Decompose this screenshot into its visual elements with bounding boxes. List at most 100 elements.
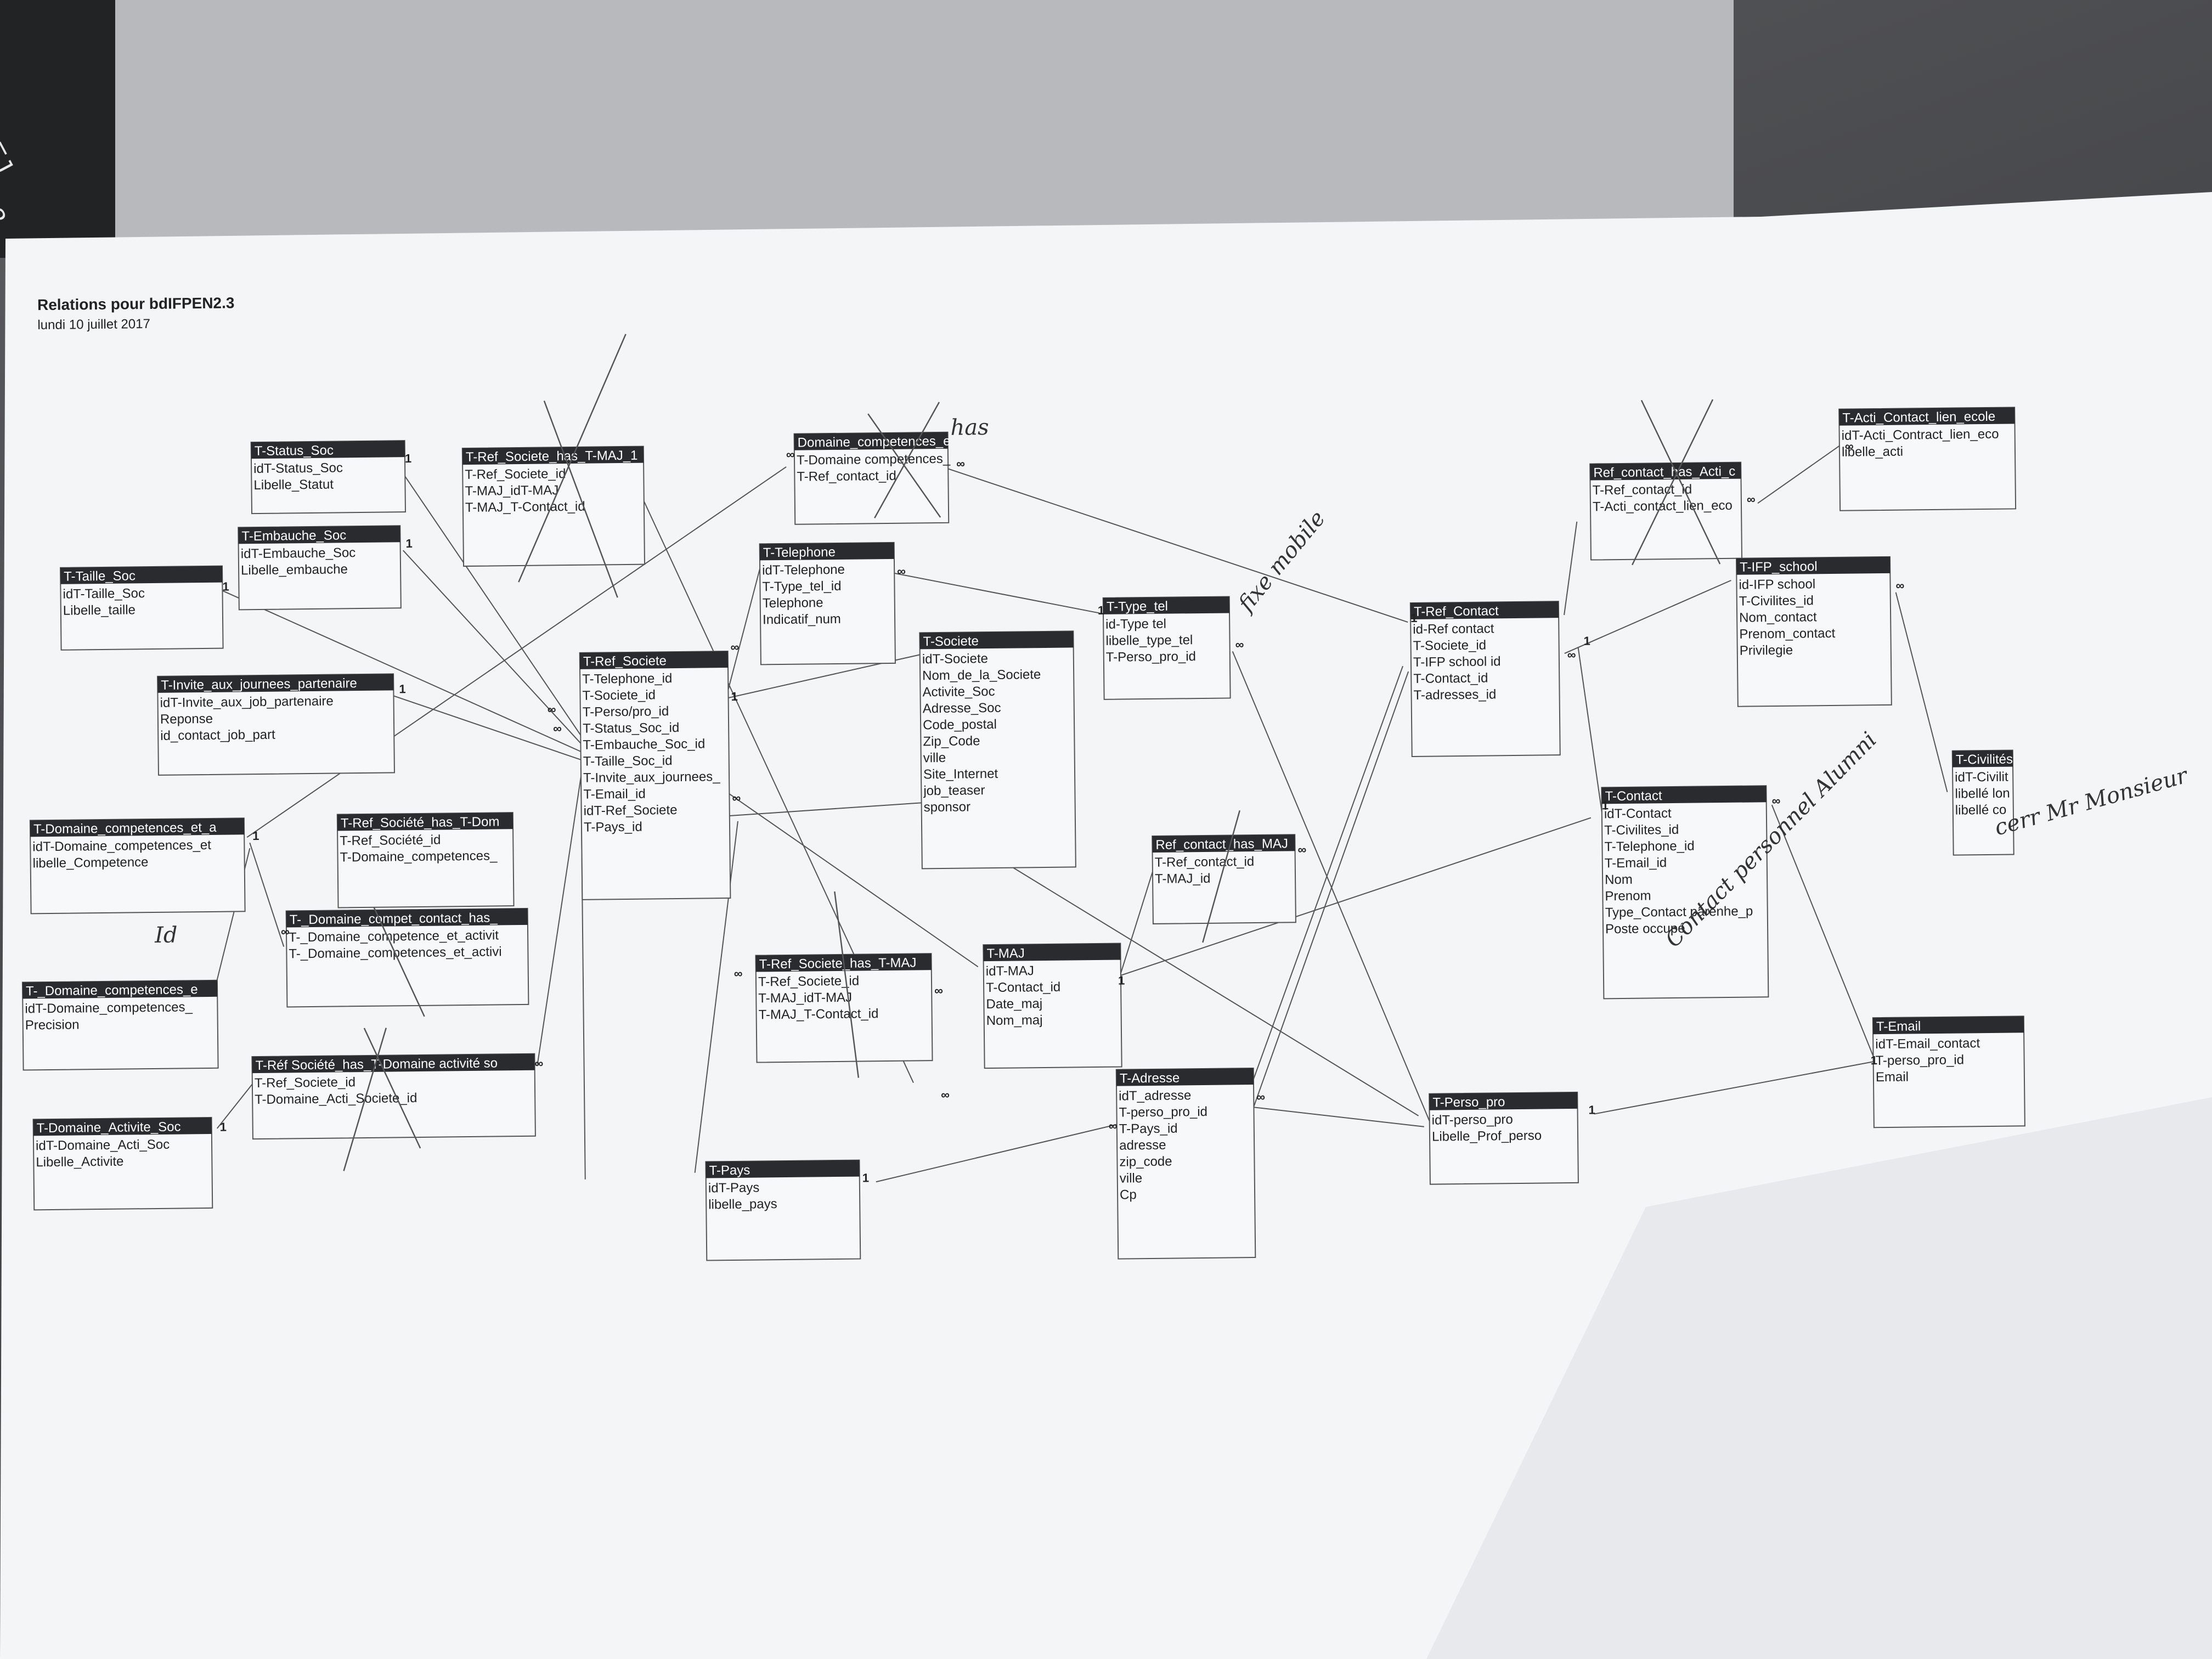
table-field: idT-Domaine_competences_ bbox=[25, 1000, 193, 1016]
table-field: idT-Pays bbox=[708, 1180, 760, 1195]
table-header bbox=[1429, 1092, 1578, 1110]
table-field: idT-Domaine_Acti_Soc bbox=[36, 1137, 170, 1154]
table-field: idT-Email_contact bbox=[1875, 1036, 1980, 1052]
table-header bbox=[706, 1160, 860, 1178]
table-title: T-_Domaine_compet_contact_has_ bbox=[290, 910, 498, 927]
table-title: T-Societe bbox=[923, 634, 979, 649]
table-title: T-Ref_Societe_has_T-MAJ bbox=[759, 955, 917, 972]
table-field: idT-MAJ bbox=[986, 963, 1034, 979]
table-t-ref-contact-maj: Ref_contact_has_MAJT-Ref_contact_idT-MAJ… bbox=[1152, 834, 1296, 924]
table-header bbox=[794, 432, 948, 450]
table-field: ville bbox=[1120, 1171, 1143, 1186]
diagram-title: Relations pour bdIFPEN2.3 bbox=[37, 294, 235, 313]
table-field: Type_Contact parenhe_p bbox=[1605, 904, 1753, 920]
table-field: libelle_Competence bbox=[33, 855, 149, 871]
cardinality-one: 1 bbox=[1870, 1053, 1877, 1067]
table-title: T-Ref_Société_has_T-Dom bbox=[341, 814, 500, 831]
table-field: Nom_contact bbox=[1739, 610, 1817, 625]
table-field: libellé lon bbox=[1955, 786, 2010, 802]
cardinality-many: ∞ bbox=[734, 967, 743, 980]
table-header bbox=[1116, 1068, 1254, 1086]
table-t-invite: T-Invite_aux_journees_partenaireidT-Invi… bbox=[157, 673, 395, 776]
annotation-id: Id bbox=[154, 923, 178, 948]
table-field: Libelle_taille bbox=[63, 602, 136, 618]
entity-tables: T-Status_SocidT-Status_SocLibelle_Statut… bbox=[21, 407, 2025, 1261]
table-field: Precision bbox=[25, 1017, 80, 1032]
table-field: Poste occupé bbox=[1605, 921, 1685, 937]
table-t-contact: T-ContactidT-ContactT-Civilites_idT-Tele… bbox=[1601, 785, 1769, 1000]
table-field: Cp bbox=[1120, 1187, 1137, 1202]
table-title: T-Taille_Soc bbox=[64, 568, 136, 584]
table-field: T-MAJ_T-Contact_id bbox=[758, 1006, 878, 1022]
table-title: T-Perso_pro bbox=[1432, 1094, 1505, 1110]
table-field: Telephone bbox=[763, 595, 823, 611]
relationship-lines bbox=[215, 441, 1948, 1183]
cardinality-one: 1 bbox=[405, 537, 413, 550]
table-field: Activite_Soc bbox=[922, 684, 995, 699]
table-box bbox=[919, 630, 1076, 870]
table-title: T-Adresse bbox=[1120, 1070, 1180, 1086]
table-field: T-Telephone_id bbox=[1604, 839, 1694, 855]
table-header bbox=[1590, 462, 1741, 481]
table-field: T-perso_pro_id bbox=[1875, 1052, 1964, 1068]
table-header bbox=[22, 980, 218, 999]
cardinality-one: 1 bbox=[1588, 1103, 1595, 1117]
table-field: T-Civilites_id bbox=[1739, 593, 1814, 608]
table-field: T-perso_pro_id bbox=[1119, 1104, 1207, 1120]
cardinality-many: ∞ bbox=[1895, 579, 1904, 592]
cardinality-many: ∞ bbox=[548, 702, 556, 716]
table-field: Libelle_Statut bbox=[253, 477, 334, 493]
table-field: Nom_de_la_Societe bbox=[922, 667, 1041, 683]
table-field: job_teaser bbox=[923, 783, 985, 798]
cardinality-one: 1 bbox=[1583, 634, 1590, 648]
table-header bbox=[251, 441, 405, 459]
table-title: Ref_contact_has_MAJ bbox=[1155, 836, 1288, 853]
table-field: idT_adresse bbox=[1119, 1088, 1191, 1103]
table-header bbox=[462, 446, 644, 465]
table-header bbox=[1601, 786, 1767, 804]
table-field: T-Ref_contact_id bbox=[1593, 482, 1692, 498]
cardinality-one: 1 bbox=[1098, 603, 1105, 617]
table-title: T-IFP_school bbox=[1740, 559, 1818, 574]
table-field: Reponse bbox=[160, 712, 213, 727]
table-field: idT-Invite_aux_job_partenaire bbox=[160, 694, 333, 710]
laptop-corner: EJ 03623 bbox=[0, 0, 115, 258]
table-t-dom-activite: T-Domaine_Activite_SocidT-Domaine_Acti_S… bbox=[32, 1116, 213, 1211]
table-field: T-MAJ_idT-MAJ bbox=[758, 990, 852, 1006]
table-field: T-Perso_pro_id bbox=[1106, 649, 1196, 665]
table-t-acti-contact: T-Acti_Contact_lien_ecoleidT-Acti_Contra… bbox=[1838, 407, 2017, 511]
table-field: T-adresses_id bbox=[1413, 687, 1496, 703]
table-t-adresse: T-AdresseidT_adresseT-perso_pro_idT-Pays… bbox=[1115, 1068, 1256, 1260]
table-field: T-Domaine competences_ bbox=[797, 452, 951, 468]
table-header bbox=[579, 651, 728, 669]
table-field: T-MAJ_idT-MAJ bbox=[465, 483, 558, 499]
table-t-dom-comp-e2: Domaine_competences_eT-Domaine competenc… bbox=[793, 431, 951, 525]
table-title: T-Pays bbox=[709, 1163, 750, 1178]
table-field: idT-Acti_Contract_lien_eco bbox=[1842, 427, 1999, 443]
cardinality-one: 1 bbox=[399, 682, 406, 696]
table-title: T-Ref_Societe bbox=[583, 653, 667, 669]
cardinality-one: 1 bbox=[222, 580, 229, 594]
table-t-perso-pro: T-Perso_pro idT-perso_proLibelle_Prof_per… bbox=[1429, 1091, 1579, 1185]
table-title: T-Type_tel bbox=[1107, 599, 1168, 614]
table-field: T-Domaine_Acti_Societe_id bbox=[255, 1091, 417, 1107]
table-t-ref-soc-maj1: T-Ref_Societe_has_T-MAJ_1T-Ref_Societe_i… bbox=[461, 445, 646, 567]
cardinality-many: ∞ bbox=[934, 984, 943, 997]
table-header bbox=[30, 818, 245, 837]
table-field: T-Contact_id bbox=[986, 980, 1060, 995]
table-field: T-Ref_Societe_id bbox=[465, 466, 566, 482]
table-title: T-Telephone bbox=[763, 545, 836, 560]
cardinality-one: 1 bbox=[405, 452, 412, 465]
table-t-embauche: T-Embauche_SocidT-Embauche_SocLibelle_em… bbox=[238, 525, 402, 611]
cardinality-one: 1 bbox=[862, 1171, 870, 1184]
annotation-has: has bbox=[950, 415, 989, 441]
table-field: T-Status_Soc_id bbox=[583, 720, 679, 736]
table-t-email: T-EmailidT-Email_contactT-perso_pro_idEm… bbox=[1872, 1015, 2025, 1128]
table-title: T-Domaine_competences_et_a bbox=[33, 820, 217, 837]
table-t-ref-contact-acti: Ref_contact_has_Acti_cT-Ref_contact_idT-… bbox=[1589, 461, 1743, 561]
table-field: idT-Embauche_Soc bbox=[241, 545, 356, 561]
table-field: T-Email_id bbox=[583, 787, 646, 802]
table-field: idT-perso_pro bbox=[1432, 1112, 1513, 1128]
table-field: T-Email_id bbox=[1605, 855, 1667, 871]
table-field: Libelle_Prof_perso bbox=[1432, 1128, 1542, 1144]
